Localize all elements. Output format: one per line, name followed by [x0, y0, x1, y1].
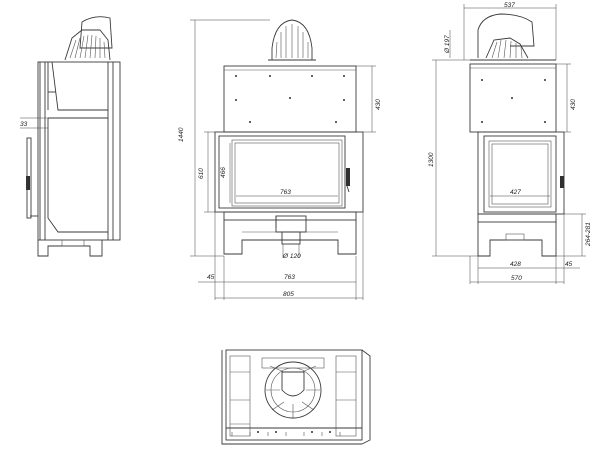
front-dim-763-glass: 763: [280, 189, 291, 196]
right-dim-537: 537: [504, 2, 515, 9]
side-dim-33: 33: [20, 121, 28, 128]
side-view: 33: [20, 16, 121, 257]
right-dim-430: 430: [570, 99, 577, 110]
front-view: 1440 610 466 430 763 Ø 120 763 45 805: [178, 19, 382, 300]
front-bolts: [235, 75, 345, 123]
right-dim-428: 428: [510, 261, 521, 268]
right-dim-pipe: Ø 197: [444, 35, 451, 54]
front-dim-466: 466: [220, 167, 227, 178]
front-dim-pipe: Ø 120: [282, 253, 301, 260]
front-dim-1440: 1440: [178, 127, 185, 142]
front-dim-430: 430: [375, 99, 382, 110]
front-dim-45: 45: [207, 274, 215, 281]
right-dim-264-281: 264-281: [585, 222, 592, 247]
top-view: [221, 349, 371, 445]
front-dim-763-base: 763: [284, 274, 295, 281]
right-dim-45: 45: [565, 261, 573, 268]
front-dim-805: 805: [283, 291, 294, 298]
right-dim-1300: 1300: [428, 152, 435, 167]
front-dim-610: 610: [198, 168, 205, 179]
right-dim-570: 570: [511, 275, 522, 282]
right-dim-427: 427: [510, 189, 521, 196]
right-view: 537 Ø 197 1300 430 427 264-281 428 45 57…: [428, 2, 592, 284]
